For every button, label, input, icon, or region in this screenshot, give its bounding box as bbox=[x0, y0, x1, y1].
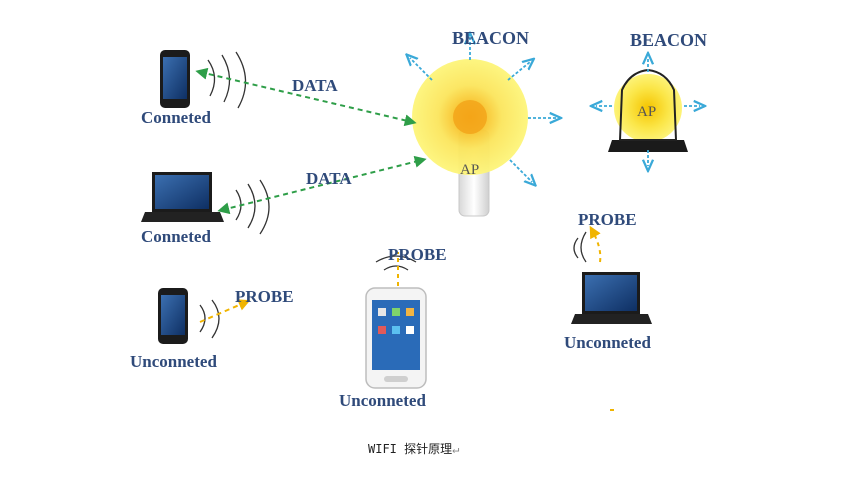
unconnected-laptop-label: Unconneted bbox=[564, 333, 651, 352]
connected-laptop-label: Conneted bbox=[141, 227, 211, 246]
access-point-right bbox=[608, 68, 688, 152]
wifi-waves-connected-phone bbox=[207, 51, 247, 109]
probe-label-right: PROBE bbox=[578, 210, 637, 229]
wifi-waves-unconnected-phone bbox=[199, 299, 220, 339]
unconnected-laptop bbox=[571, 272, 652, 324]
ap-label-right: AP bbox=[637, 104, 657, 120]
unconnected-phone-label: Unconneted bbox=[130, 352, 217, 371]
data-arrow-top bbox=[195, 67, 417, 127]
unconnected-center-phone-label: Unconneted bbox=[339, 391, 426, 410]
figure-caption: WIFI 探针原理↵ bbox=[368, 440, 459, 457]
wifi-waves-unconnected-laptop bbox=[573, 231, 587, 263]
unconnected-phone bbox=[158, 288, 188, 344]
connected-phone-label: Conneted bbox=[141, 108, 211, 127]
access-point-center bbox=[412, 59, 528, 217]
beacon-arrows-right bbox=[596, 58, 700, 166]
probe-arrow-right bbox=[589, 225, 602, 263]
unconnected-center-phone bbox=[365, 287, 427, 389]
router-base-icon bbox=[608, 140, 688, 152]
connected-phone bbox=[160, 50, 190, 108]
wifi-waves-connected-laptop bbox=[235, 179, 270, 235]
data-label-top: DATA bbox=[292, 76, 338, 95]
data-arrow-bottom bbox=[217, 155, 427, 215]
wifi-waves-center-phone bbox=[375, 255, 417, 271]
caption-text: WIFI 探针原理 bbox=[368, 442, 453, 456]
beacon-arrows-center bbox=[410, 38, 556, 182]
return-mark-icon: ↵ bbox=[452, 442, 460, 456]
ap-right-glow bbox=[614, 74, 682, 142]
beacon-label-center: BEACON bbox=[452, 28, 530, 48]
probe-label-left: PROBE bbox=[235, 287, 294, 306]
probe-label-center: PROBE bbox=[388, 245, 447, 264]
beacon-label-right: BEACON bbox=[630, 30, 708, 50]
ap-label-center: AP bbox=[460, 162, 480, 178]
connected-laptop bbox=[141, 172, 224, 222]
data-label-bottom: DATA bbox=[306, 169, 352, 188]
ap-core bbox=[453, 100, 487, 134]
